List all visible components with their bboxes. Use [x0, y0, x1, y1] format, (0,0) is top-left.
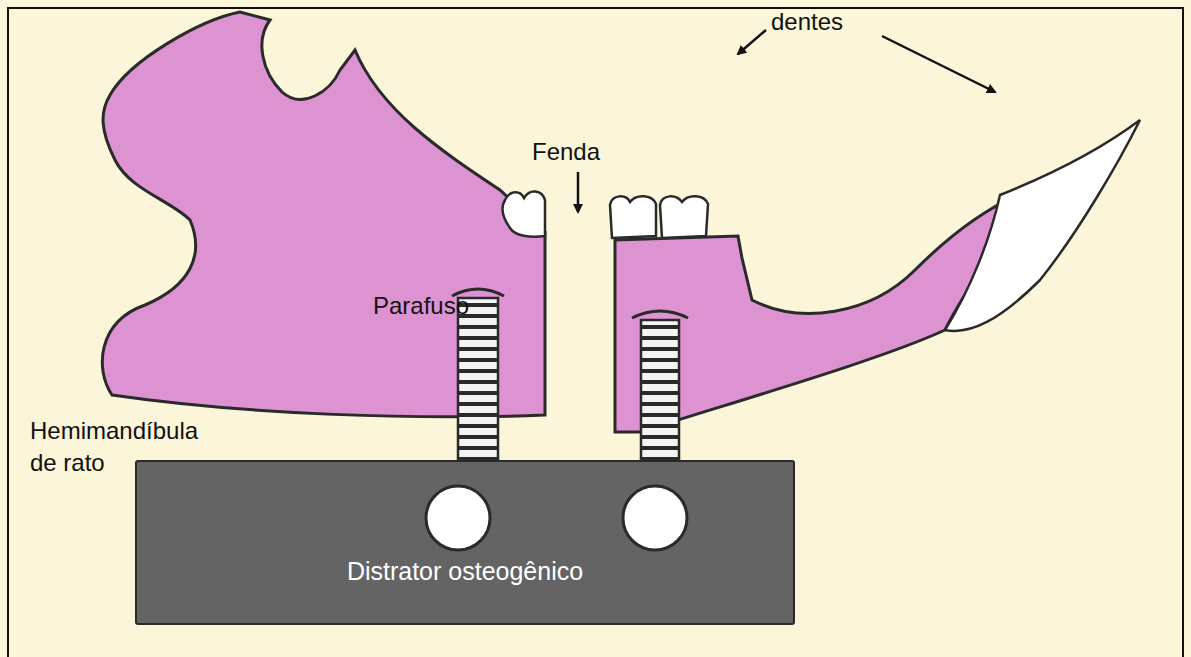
hole	[623, 486, 687, 550]
molar	[503, 191, 545, 236]
leader-arrow	[577, 172, 580, 212]
distractor-holes	[137, 462, 793, 623]
leader-arrow	[882, 36, 995, 92]
molar	[660, 196, 708, 238]
part-label: Hemimandíbula de rato	[30, 415, 215, 479]
hole	[426, 486, 490, 550]
node-label: Distrator osteogênico	[137, 556, 793, 586]
part-label: Fenda	[532, 136, 622, 168]
molar	[610, 196, 656, 238]
screw-head	[632, 311, 688, 318]
leader-arrow	[738, 30, 766, 54]
screw	[641, 320, 679, 462]
distractor-plate: Distrator osteogênico	[135, 460, 795, 625]
part-label: Parafuso	[373, 290, 513, 322]
incisor	[945, 120, 1140, 331]
screw	[458, 298, 498, 462]
part-label: dentes	[771, 6, 881, 38]
frame	[8, 8, 1183, 657]
